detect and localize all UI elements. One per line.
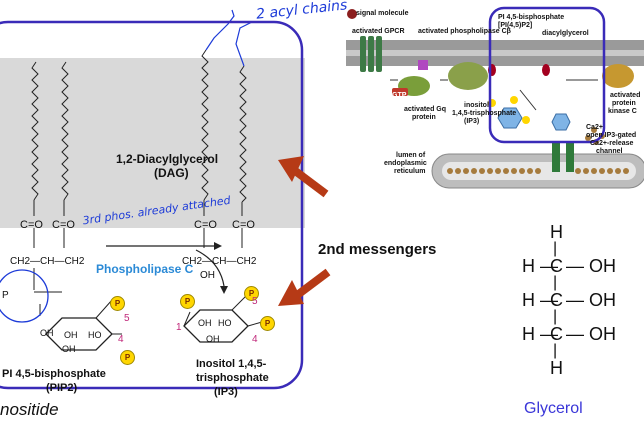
ca-release-label: Ca2+-release bbox=[590, 140, 634, 147]
dag-abbr: (DAG) bbox=[154, 166, 189, 180]
inositide-text: nositide bbox=[0, 400, 59, 419]
glycerol-c3: C bbox=[550, 324, 563, 344]
pip2-ho: HO bbox=[88, 330, 102, 340]
dag-backbone: CH2—CH—CH2 bbox=[182, 256, 257, 267]
ca-label: Ca2+ bbox=[586, 124, 603, 131]
gpcr-shape bbox=[360, 36, 382, 72]
left-panel-frame bbox=[0, 20, 304, 390]
activated-gq-label: activated Gq bbox=[404, 106, 447, 113]
carbonyl-4: C=O bbox=[232, 219, 255, 231]
ring-num-4: 4 bbox=[118, 334, 124, 345]
glycerol-row-3-h: H — bbox=[522, 324, 558, 344]
gq-protein-label: protein bbox=[412, 114, 436, 121]
gtp-label: GTP bbox=[392, 92, 407, 99]
acyl-annotation-line-2 bbox=[235, 21, 253, 67]
plc-arrow bbox=[106, 242, 228, 294]
ring-num-5: 5 bbox=[124, 313, 130, 324]
dag-title: 1,2-Diacylglycerol bbox=[116, 152, 219, 166]
activated-label: activated bbox=[610, 92, 641, 99]
signal-molecule-label: signal molecule bbox=[356, 10, 409, 17]
pip2-oh-1: OH bbox=[40, 328, 54, 338]
ip3-ho: HO bbox=[218, 318, 232, 328]
acyl-chains-left bbox=[31, 61, 69, 248]
lumen-label-2: endoplasmic bbox=[384, 160, 427, 167]
ip3-phosphate-4: P bbox=[260, 316, 275, 331]
glycerol-row-1-h: H — bbox=[522, 256, 558, 276]
ip3-num-1: 1 bbox=[176, 322, 182, 333]
phosphate-circle-annotation bbox=[0, 269, 49, 323]
activated-plc-label: activated phospholipase Cβ bbox=[418, 28, 511, 35]
pkc-label-2: kinase C bbox=[608, 108, 637, 115]
second-messengers: 2nd messengers bbox=[318, 241, 437, 258]
ip3-channel-left bbox=[552, 142, 560, 172]
phosphate-5: P bbox=[110, 296, 125, 311]
pip2-abbr: (PIP2) bbox=[46, 382, 78, 394]
glycerol-oh-3: — OH bbox=[566, 324, 617, 344]
ip3-title-2: trisphosphate bbox=[196, 372, 269, 384]
channel-label: channel bbox=[596, 148, 623, 155]
lumen-label-1: lumen of bbox=[396, 152, 426, 159]
ip3-oh-2: OH bbox=[206, 334, 220, 344]
arrow-to-dag bbox=[278, 156, 329, 198]
phosphate-4: P bbox=[120, 350, 135, 365]
carbonyl-3: C=O bbox=[194, 219, 217, 231]
phospholipase-c-label: Phospholipase C bbox=[96, 262, 194, 276]
glycerol-c2: C bbox=[550, 290, 563, 310]
activated-gpcr-label: activated GPCR bbox=[352, 28, 405, 35]
gq-attachment bbox=[418, 60, 428, 70]
ip3-pathway-label: 1,4,5-trisphosphate bbox=[452, 110, 517, 117]
ip3-ring bbox=[183, 295, 263, 343]
carbonyl-2: C=O bbox=[52, 219, 75, 231]
pathway-highlight-box bbox=[488, 6, 606, 144]
acyl-chains-right bbox=[201, 49, 247, 248]
acyl-annotation-line bbox=[205, 9, 235, 51]
ip3-channel-right bbox=[566, 142, 574, 172]
pip2-title: PI 4,5-bisphosphate bbox=[2, 368, 106, 380]
lipid-diagram bbox=[0, 9, 305, 390]
ip3-short-label: (IP3) bbox=[464, 118, 480, 125]
ip3-phosphate-5: P bbox=[244, 286, 259, 301]
ip3-phosphate-1: P bbox=[180, 294, 195, 309]
pi45-label: PI 4,5-bisphosphate bbox=[498, 14, 565, 21]
glycerol-h-bottom: H bbox=[550, 358, 563, 378]
glycerol-oh-1: — OH bbox=[566, 256, 617, 276]
pip2-oh-3: OH bbox=[62, 344, 76, 354]
glycerol-oh-2: — OH bbox=[566, 290, 617, 310]
pkc-label-1: protein bbox=[612, 100, 636, 107]
glycerol-h-top: H bbox=[550, 222, 563, 242]
pip2-oh-2: OH bbox=[64, 330, 78, 340]
glycerol-c1: C bbox=[550, 256, 563, 276]
dag-pathway-label: diacylglycerol bbox=[542, 30, 589, 37]
inositol-label: inositol bbox=[464, 102, 489, 109]
ip3-oh-1: OH bbox=[198, 318, 212, 328]
phosphate-p: P bbox=[2, 290, 9, 301]
ip3-num-4: 4 bbox=[252, 334, 258, 345]
ip3-abbr: (IP3) bbox=[214, 386, 238, 398]
pi45-sub-label: [PI(4,5)P2] bbox=[498, 22, 533, 29]
ip3-num-5: 5 bbox=[252, 296, 258, 307]
carbonyl-1: C=O bbox=[20, 219, 43, 231]
dag-oh: OH bbox=[200, 270, 215, 281]
ip3-title: Inositol 1,4,5- bbox=[196, 358, 267, 370]
plc-shape bbox=[448, 62, 488, 90]
glycerol-name: Glycerol bbox=[524, 400, 583, 417]
signal-molecule-dot bbox=[347, 9, 357, 19]
arrow-to-ip3 bbox=[278, 268, 331, 306]
lumen-label-3: reticulum bbox=[394, 168, 426, 175]
glycerol-row-2-h: H — bbox=[522, 290, 558, 310]
pathway-graphic bbox=[346, 6, 644, 189]
red-arrows bbox=[278, 156, 331, 306]
membrane-band bbox=[0, 58, 305, 228]
pkc-shape bbox=[602, 64, 634, 88]
pip2-backbone: CH2—CH—CH2 bbox=[10, 256, 85, 267]
open-channel-label: open IP3-gated bbox=[586, 132, 637, 139]
